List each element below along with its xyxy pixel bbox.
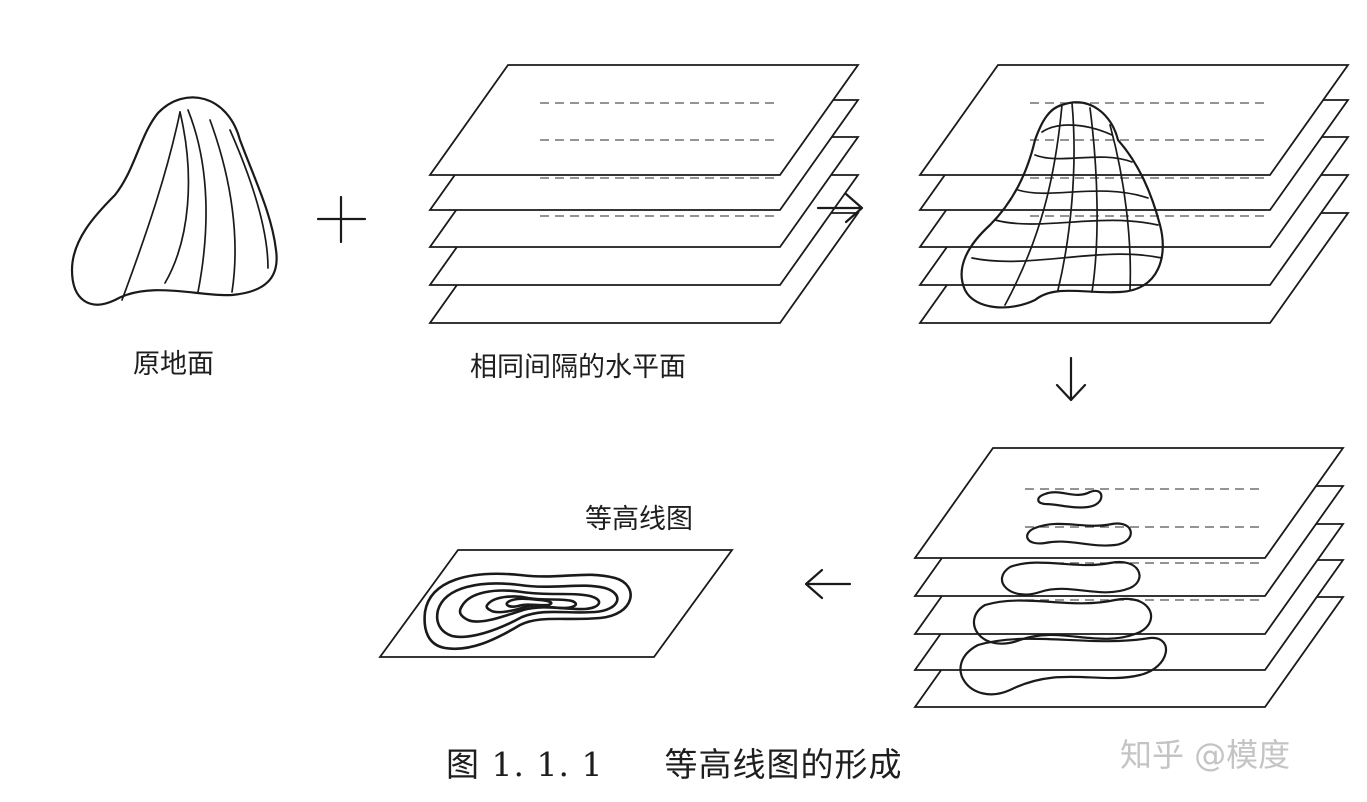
- watermark: 知乎 @模度: [1120, 736, 1291, 774]
- original-ground-label: 原地面: [133, 349, 214, 380]
- original-ground-figure: [70, 96, 278, 306]
- horizontal-planes-stack: [429, 64, 859, 324]
- figure-number: 图 1. 1. 1: [446, 745, 604, 784]
- arrow-left-icon: [804, 568, 852, 600]
- arrow-right-icon: [816, 192, 864, 224]
- plus-icon: [316, 195, 367, 244]
- contour-cross-sections-figure: [914, 447, 1344, 708]
- contour-map-figure: [378, 549, 734, 658]
- equal-interval-planes-label: 相同间隔的水平面: [470, 352, 686, 383]
- figure-title: 等高线图的形成: [664, 745, 903, 784]
- figure-caption: 图 1. 1. 1 等高线图的形成: [446, 738, 902, 786]
- intersected-mountain-figure: [919, 64, 1349, 324]
- arrow-down-icon: [1055, 356, 1087, 402]
- contour-map-label: 等高线图: [585, 504, 693, 535]
